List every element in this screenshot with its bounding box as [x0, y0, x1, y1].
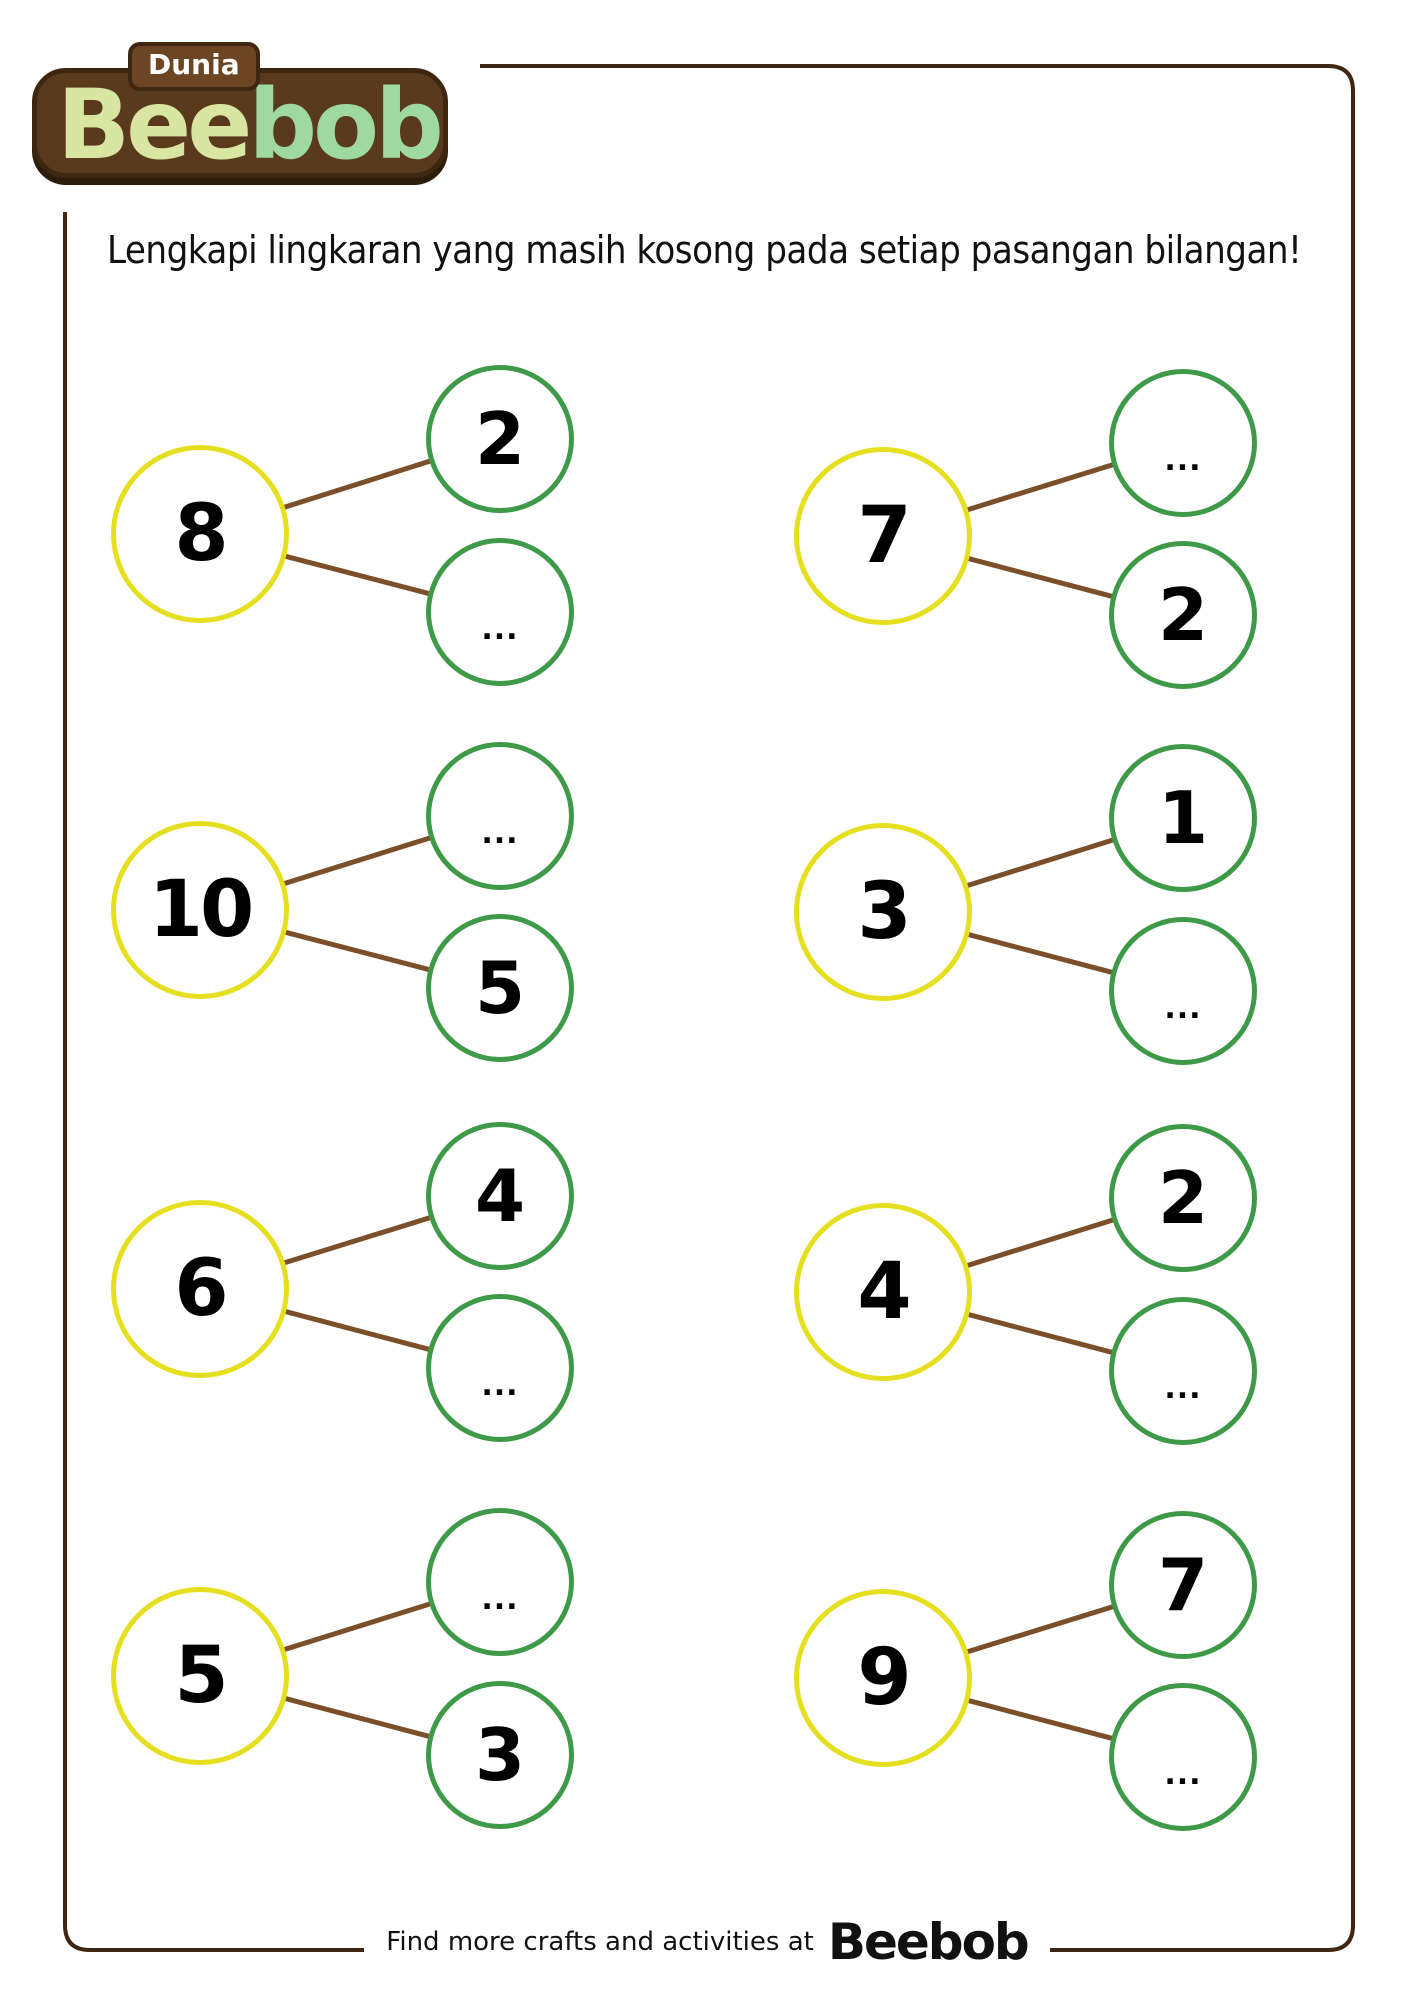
part-circle-bottom[interactable]: 5 [426, 914, 574, 1062]
whole-circle: 9 [794, 1589, 972, 1767]
logo-dunia-badge: Dunia [128, 42, 260, 91]
part-circle-bottom[interactable]: ... [1109, 1297, 1257, 1445]
footer: Find more crafts and activities at Beebo… [0, 1912, 1414, 1972]
connector-line [965, 1604, 1115, 1655]
connector-line [282, 835, 432, 886]
whole-circle: 6 [111, 1200, 289, 1378]
part-circle-bottom[interactable]: 3 [426, 1681, 574, 1829]
part-circle-top[interactable]: 7 [1109, 1511, 1257, 1659]
connector-line [966, 932, 1114, 975]
part-circle-bottom[interactable]: ... [1109, 1683, 1257, 1831]
part-circle-top[interactable]: 1 [1109, 744, 1257, 892]
instruction-text: Lengkapi lingkaran yang masih kosong pad… [107, 228, 1302, 272]
part-circle-top[interactable]: 2 [426, 365, 574, 513]
footer-brand-logo[interactable]: Beebob [827, 1913, 1050, 1971]
whole-circle: 8 [111, 445, 289, 623]
connector-line [283, 1696, 431, 1739]
connector-line [965, 837, 1115, 888]
connector-lines [282, 458, 1115, 1741]
beebob-logo: Beebob Dunia [28, 28, 448, 178]
part-circle-top[interactable]: 2 [1109, 1124, 1257, 1272]
connector-line [965, 462, 1115, 513]
connector-line [966, 1698, 1114, 1741]
part-circle-bottom[interactable]: ... [426, 1294, 574, 1442]
whole-circle: 7 [794, 447, 972, 625]
whole-circle: 3 [794, 823, 972, 1001]
part-circle-bottom[interactable]: ... [1109, 917, 1257, 1065]
connector-line [965, 1217, 1115, 1268]
connector-line [282, 1215, 432, 1266]
connector-line [282, 1601, 432, 1652]
logo-bob-text: bob [248, 69, 443, 181]
part-circle-top[interactable]: ... [426, 1508, 574, 1656]
part-circle-top[interactable]: ... [426, 742, 574, 890]
connector-line [966, 556, 1114, 599]
footer-text: Find more crafts and activities at [364, 1927, 828, 1957]
connector-line [283, 553, 431, 596]
connector-line [966, 1312, 1114, 1355]
connector-line [283, 929, 431, 972]
whole-circle: 5 [111, 1587, 289, 1765]
part-circle-bottom[interactable]: 2 [1109, 541, 1257, 689]
part-circle-top[interactable]: ... [1109, 369, 1257, 517]
part-circle-bottom[interactable]: ... [426, 538, 574, 686]
connector-line [283, 1309, 431, 1352]
whole-circle: 4 [794, 1203, 972, 1381]
whole-circle: 10 [111, 821, 289, 999]
part-circle-top[interactable]: 4 [426, 1122, 574, 1270]
connector-line [282, 458, 432, 510]
